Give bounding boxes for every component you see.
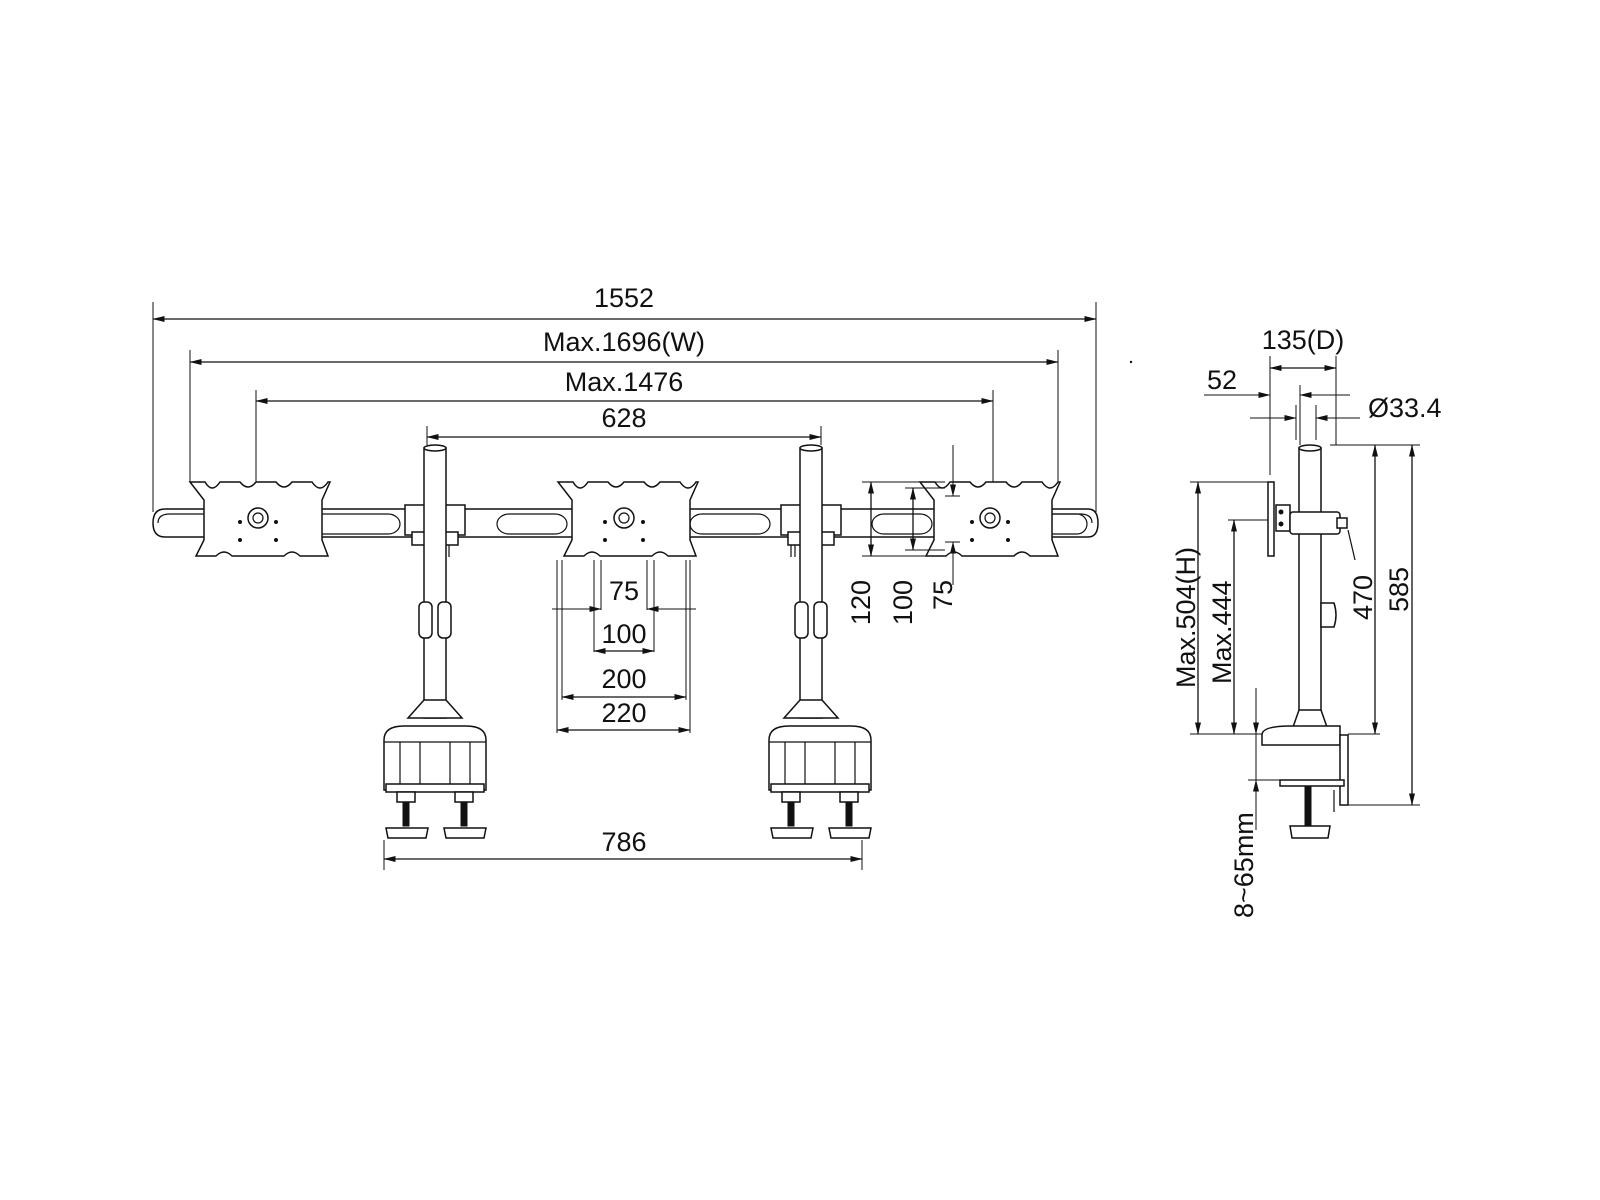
desk-clamp-right xyxy=(768,725,872,839)
dim-label-vesa-75: 75 xyxy=(609,576,639,606)
vesa-plate-right xyxy=(918,481,1062,557)
dim-label-max-444: Max.444 xyxy=(1207,580,1237,684)
dim-label-vert-75: 75 xyxy=(928,580,958,610)
dim-label-vert-120: 120 xyxy=(846,580,876,625)
vesa-plate-left xyxy=(188,481,332,557)
dim-label-585: 585 xyxy=(1384,567,1414,612)
pole-side-view xyxy=(1290,444,1337,731)
dim-label-135d: 135(D) xyxy=(1262,325,1345,355)
separator-dot xyxy=(1129,360,1133,364)
dim-label-max-1696: Max.1696(W) xyxy=(543,327,705,357)
tilt-head-side-view xyxy=(1267,481,1356,561)
dim-label-786: 786 xyxy=(601,827,646,857)
dim-label-vesa-200: 200 xyxy=(601,664,646,694)
dim-label-52: 52 xyxy=(1207,365,1237,395)
dim-label-pole-diameter: Ø33.4 xyxy=(1368,393,1442,423)
front-view: 1552 Max.1696(W) Max.1476 628 xyxy=(152,283,1099,870)
dim-label-max-504h: Max.504(H) xyxy=(1171,547,1201,688)
dim-label-628: 628 xyxy=(601,403,646,433)
vesa-plate-center xyxy=(556,481,700,557)
desk-clamp-left xyxy=(383,725,487,839)
dim-label-max-1476: Max.1476 xyxy=(565,367,684,397)
pole-left xyxy=(406,444,464,719)
dim-label-vesa-220: 220 xyxy=(601,698,646,728)
pole-right xyxy=(782,444,840,719)
extension-lines xyxy=(152,302,1097,512)
dim-label-470: 470 xyxy=(1348,575,1378,620)
dim-label-clamp-range: 8~65mm xyxy=(1229,812,1259,918)
side-view: 135(D) 52 Ø33.4 xyxy=(1171,325,1442,918)
desk-clamp-side-view xyxy=(1261,725,1349,839)
dim-label-vesa-100: 100 xyxy=(601,619,646,649)
dim-label-vert-100: 100 xyxy=(888,580,918,625)
dim-label-1552: 1552 xyxy=(594,283,654,313)
